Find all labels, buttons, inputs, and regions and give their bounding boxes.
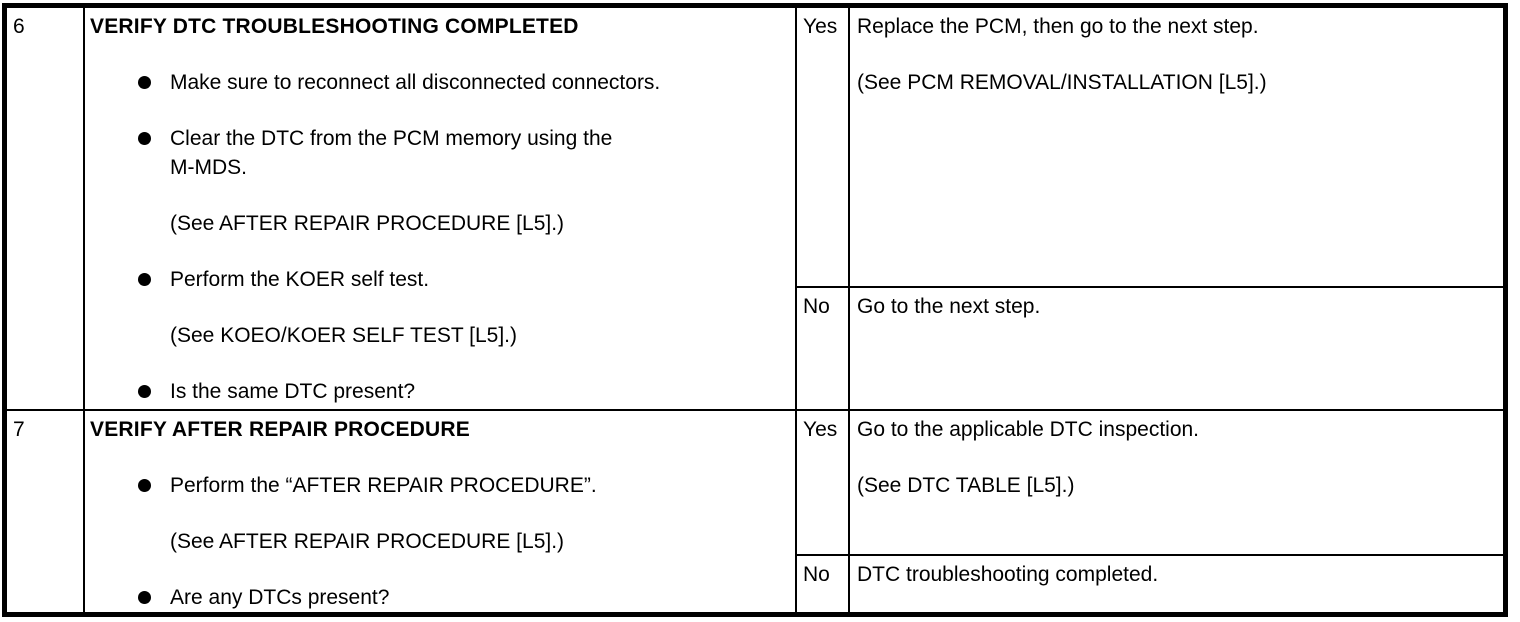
bullet-icon [138,385,151,398]
no-result-cell: DTC troubleshooting completed. [850,556,1503,612]
yes-row: Yes Go to the applicable DTC inspection.… [797,411,1503,556]
yes-row: Yes Replace the PCM, then go to the next… [797,8,1503,288]
no-label-cell: No [797,556,850,612]
no-result-cell: Go to the next step. [850,288,1503,409]
step-title: VERIFY DTC TROUBLESHOOTING COMPLETED [90,15,579,38]
list-item-text: Is the same DTC present? [170,380,416,403]
see-reference: (See AFTER REPAIR PROCEDURE [L5].) [170,530,565,553]
result-column: Yes Go to the applicable DTC inspection.… [797,411,1503,612]
step-number: 7 [13,418,25,441]
bullet-icon [138,76,151,89]
list-item: Perform the “AFTER REPAIR PROCEDURE”. [90,471,795,500]
step-number: 6 [13,15,25,38]
no-row: No Go to the next step. [797,288,1503,409]
see-reference: (See KOEO/KOER SELF TEST [L5].) [170,324,518,347]
list-item: Make sure to reconnect all disconnected … [90,68,795,97]
table-row: 7 VERIFY AFTER REPAIR PROCEDURE Perform … [7,411,1503,612]
no-label-cell: No [797,288,850,409]
yes-result-cell: Go to the applicable DTC inspection. (Se… [850,411,1503,554]
result-text: Go to the applicable DTC inspection. [857,418,1200,441]
yes-label-cell: Yes [797,411,850,554]
step-number-cell: 6 [7,8,85,409]
bullet-icon [138,273,151,286]
see-reference: (See DTC TABLE [L5].) [857,474,1075,497]
bullet-icon [138,591,151,604]
see-reference: (See PCM REMOVAL/INSTALLATION [L5].) [857,71,1267,94]
list-item-text: Make sure to reconnect all disconnected … [170,71,661,94]
result-text: Go to the next step. [857,295,1041,318]
bullet-icon [138,132,151,145]
yes-result-cell: Replace the PCM, then go to the next ste… [850,8,1503,286]
list-item-text: Perform the KOER self test. [170,268,430,291]
list-item: Perform the KOER self test. [90,265,795,294]
list-item: Are any DTCs present? [90,583,795,612]
list-item-text: Clear the DTC from the PCM memory using … [170,127,613,179]
list-item: Is the same DTC present? [90,377,795,406]
troubleshooting-table: 6 VERIFY DTC TROUBLESHOOTING COMPLETED M… [2,3,1508,617]
result-text: DTC troubleshooting completed. [857,563,1159,586]
see-reference: (See AFTER REPAIR PROCEDURE [L5].) [170,212,565,235]
table-row: 6 VERIFY DTC TROUBLESHOOTING COMPLETED M… [7,8,1503,411]
step-number-cell: 7 [7,411,85,612]
list-item-text: Perform the “AFTER REPAIR PROCEDURE”. [170,474,597,497]
result-column: Yes Replace the PCM, then go to the next… [797,8,1503,409]
result-text: Replace the PCM, then go to the next ste… [857,15,1259,38]
list-item-text: Are any DTCs present? [170,586,390,609]
action-cell: VERIFY DTC TROUBLESHOOTING COMPLETED Mak… [85,8,797,409]
yes-label-cell: Yes [797,8,850,286]
step-title: VERIFY AFTER REPAIR PROCEDURE [90,418,470,441]
action-cell: VERIFY AFTER REPAIR PROCEDURE Perform th… [85,411,797,612]
list-item: Clear the DTC from the PCM memory using … [90,124,795,182]
no-row: No DTC troubleshooting completed. [797,556,1503,612]
bullet-icon [138,479,151,492]
